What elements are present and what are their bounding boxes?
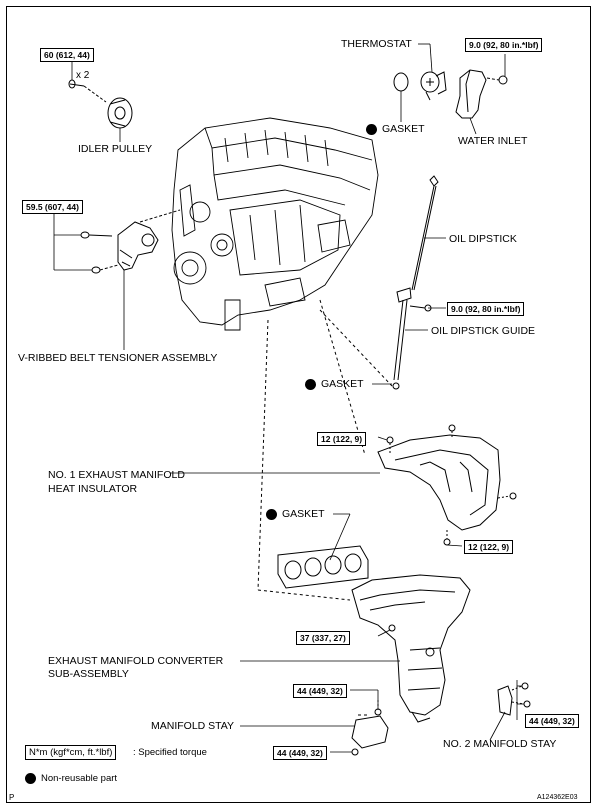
torque-box-insulator-top: 12 (122, 9) [317,432,367,446]
heat-insulator-label-line2: HEAT INSULATOR [48,483,138,495]
torque-box-dipstick-guide: 9.0 (92, 80 in.*lbf) [447,302,525,316]
torque-box-insulator-bottom: 12 (122, 9) [464,540,514,554]
figure-id: A124362E03 [537,794,578,801]
oil-dipstick-guide-illustration [392,287,432,390]
thermostat-label: THERMOSTAT [341,38,412,50]
manifold-stay-2-illustration [497,682,531,716]
torque-box-stay-upper: 44 (449, 32) [293,684,347,698]
manifold-gasket-illustration [277,545,369,589]
converter-label-line2: SUB-ASSEMBLY [48,668,129,680]
oil-dipstick-label: OIL DIPSTICK [449,233,517,245]
torque-box-converter: 37 (337, 27) [296,631,350,645]
converter-label-line1: EXHAUST MANIFOLD CONVERTER [48,655,224,667]
tensioner-illustration [80,209,181,274]
exhaust-manifold-converter-illustration [351,574,471,723]
gasket-manifold-label: GASKET [266,508,325,520]
legend-nonreusable: Non-reusable part [25,773,117,785]
torque-box-idler: 60 (612, 44) [40,48,94,62]
torque-box-water-inlet: 9.0 (92, 80 in.*lbf) [465,38,543,52]
nonreusable-dot-icon [25,773,36,784]
heat-insulator-label-line1: NO. 1 EXHAUST MANIFOLD [48,469,185,481]
manifold-stay-2-label: NO. 2 MANIFOLD STAY [443,738,557,750]
heat-insulator-illustration [377,424,517,546]
x2-label: x 2 [76,70,90,81]
oil-dipstick-guide-label: OIL DIPSTICK GUIDE [431,325,536,337]
diagram-frame [6,6,591,803]
legend-unit-box: N*m (kgf*cm, ft.*lbf) [25,745,117,760]
oil-dipstick-illustration [411,175,439,291]
legend-unit-text: : Specified torque [133,747,207,758]
tensioner-label: V-RIBBED BELT TENSIONER ASSEMBLY [18,352,218,364]
manifold-stay-illustration [351,700,389,756]
gasket-thermostat-label: GASKET [366,123,425,135]
manifold-stay-label: MANIFOLD STAY [151,720,235,732]
thermostat-illustration [420,71,447,101]
torque-box-tensioner: 59.5 (607, 44) [22,200,83,214]
nonreusable-dot-icon [266,508,277,520]
engine-block-illustration [171,117,379,331]
water-inlet-illustration [455,69,508,119]
torque-box-stay2: 44 (449, 32) [525,714,579,728]
idler-pulley-label: IDLER PULLEY [78,143,153,155]
nonreusable-dot-icon [366,123,377,135]
torque-box-stay-lower: 44 (449, 32) [273,746,327,760]
leader-lines [53,43,524,753]
gasket-guide-label: GASKET [305,378,364,390]
assembly-dashed-lines [257,299,393,716]
water-inlet-label: WATER INLET [458,135,528,147]
page-mark: P [9,793,15,802]
nonreusable-dot-icon [305,378,316,390]
gasket-thermostat-illustration [393,72,409,92]
idler-pulley-illustration [68,79,133,129]
